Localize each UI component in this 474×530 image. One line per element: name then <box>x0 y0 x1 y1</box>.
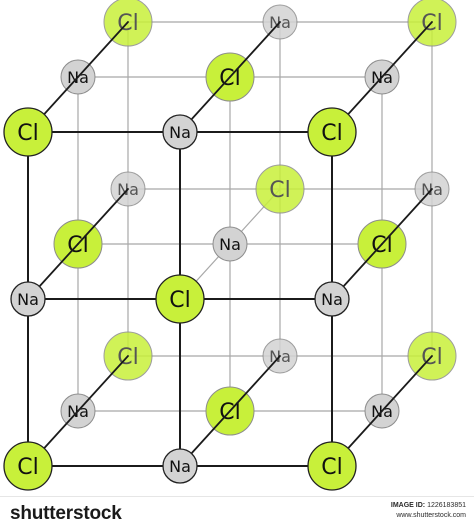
stock-footer: shutterstock IMAGE ID: 1226183851 www.sh… <box>0 496 474 530</box>
sodium-label: Na <box>321 290 343 309</box>
bond-line <box>381 355 433 412</box>
bond-line <box>77 355 129 412</box>
sodium-sphere <box>162 114 198 150</box>
back-bonds <box>77 21 433 412</box>
chlorine-label: Cl <box>321 455 342 480</box>
chlorine-label: Cl <box>17 455 38 480</box>
sodium-atom: Na <box>314 281 350 317</box>
chlorine-label: Cl <box>169 288 190 313</box>
chlorine-atom: Cl <box>3 107 53 157</box>
image-metadata: IMAGE ID: 1226183851 www.shutterstock.co… <box>391 501 466 521</box>
sodium-label: Na <box>17 290 39 309</box>
sodium-sphere <box>10 281 46 317</box>
front-bonds <box>27 21 433 467</box>
chlorine-label: Cl <box>321 121 342 146</box>
chlorine-label: Cl <box>117 11 138 36</box>
sodium-atom: Na <box>212 226 248 262</box>
chlorine-sphere <box>255 164 305 214</box>
sodium-label: Na <box>169 123 191 142</box>
bond-line <box>229 355 281 412</box>
site-url: www.shutterstock.com <box>396 512 466 519</box>
sodium-sphere <box>314 281 350 317</box>
chlorine-sphere <box>307 441 357 491</box>
bond-line <box>77 21 129 78</box>
chlorine-label: Cl <box>421 11 442 36</box>
chlorine-label: Cl <box>17 121 38 146</box>
bond-line <box>229 21 281 78</box>
chlorine-sphere <box>155 274 205 324</box>
chlorine-sphere <box>3 107 53 157</box>
chlorine-atom: Cl <box>307 107 357 157</box>
image-id-label: IMAGE ID: <box>390 502 426 509</box>
brand-wordmark: shutterstock <box>10 503 122 524</box>
sodium-label: Na <box>169 457 191 476</box>
chlorine-atom: Cl <box>155 274 205 324</box>
sodium-atom: Na <box>162 114 198 150</box>
chlorine-atom: Cl <box>307 441 357 491</box>
bond-line <box>381 21 433 78</box>
sodium-atom: Na <box>162 448 198 484</box>
sodium-sphere <box>212 226 248 262</box>
chlorine-label: Cl <box>117 345 138 370</box>
sodium-atom: Na <box>10 281 46 317</box>
chlorine-label: Cl <box>269 178 290 203</box>
chlorine-sphere <box>307 107 357 157</box>
image-id: 1226183851 <box>427 502 466 509</box>
chlorine-atom: Cl <box>255 164 305 214</box>
sodium-label: Na <box>219 235 241 254</box>
sodium-sphere <box>162 448 198 484</box>
bond-line <box>77 188 129 245</box>
chlorine-atom: Cl <box>3 441 53 491</box>
chlorine-label: Cl <box>421 345 442 370</box>
bond-line <box>381 188 433 245</box>
chlorine-sphere <box>3 441 53 491</box>
